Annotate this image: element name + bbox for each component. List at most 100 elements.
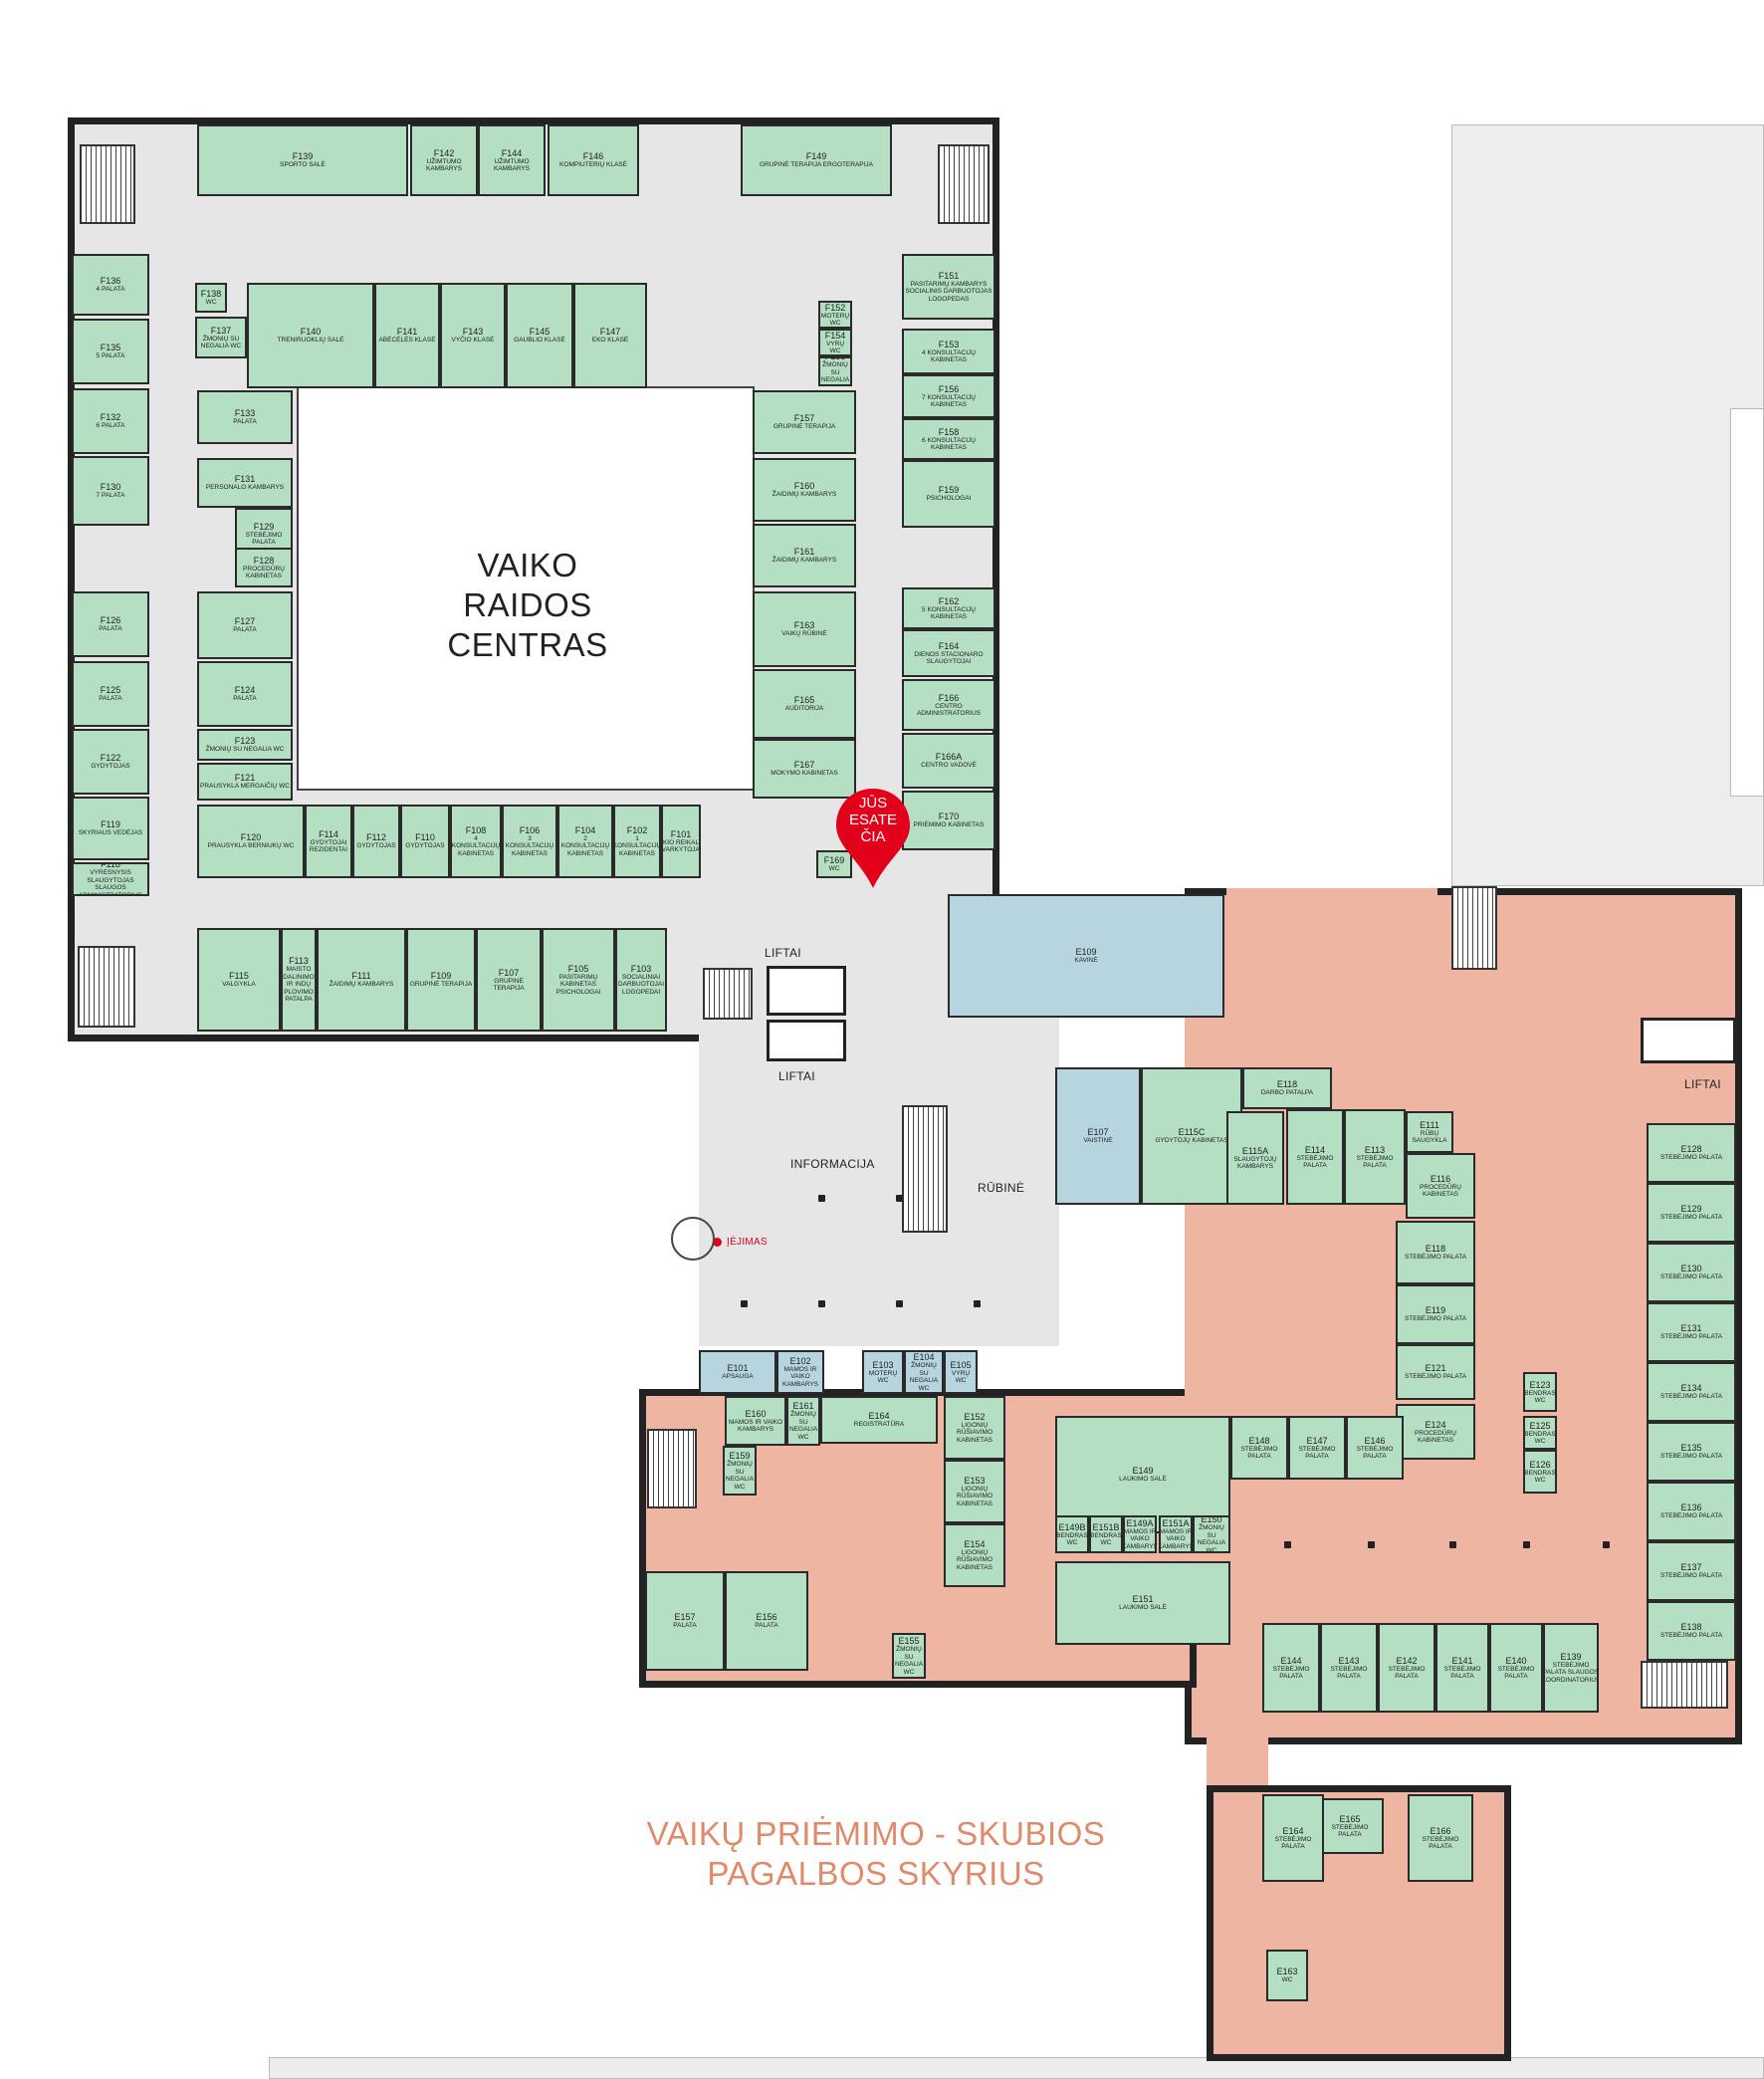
column-dot <box>1284 1541 1291 1548</box>
room-number: F115 <box>229 971 249 982</box>
column-dot <box>1449 1541 1456 1548</box>
room-name: STEBĖJIMO PALATA SLAUGOS KOORDINATORIUS <box>1543 1661 1599 1684</box>
room-name: GRUPINĖ TERAPIJA <box>409 981 473 989</box>
room-number: F151 <box>938 270 960 281</box>
label-liftai-2: LIFTAI <box>778 1069 815 1083</box>
room-number: E164 <box>868 1411 890 1422</box>
room-number: E121 <box>1425 1363 1446 1374</box>
room-name: CENTRO ADMINISTRATORIUS <box>916 702 982 718</box>
room-name: ŪKIO REIKALŲ TVARKYTOJAS <box>661 838 701 854</box>
room-name: GYDYTOJAI REZIDENTAI <box>309 838 348 854</box>
room-name: STEBĖJIMO PALATA <box>1443 1665 1481 1681</box>
room-name: STEBĖJIMO PALATA <box>1659 1572 1723 1580</box>
room-name: VALGYKLA <box>222 981 256 989</box>
room-name: EKO KLASĖ <box>591 337 629 345</box>
column-dot <box>1603 1541 1610 1548</box>
room-number: F166 <box>938 692 960 703</box>
room-number: F137 <box>210 325 232 336</box>
column-dot <box>818 1195 825 1202</box>
room-number: F169 <box>823 855 845 866</box>
room-number: E118 <box>1425 1244 1446 1255</box>
emergency-corridor-link <box>1207 1683 1268 1800</box>
room-number: E141 <box>1451 1655 1473 1666</box>
room-number: F105 <box>567 963 589 974</box>
room-name: STEBĖJIMO PALATA <box>1274 1835 1312 1851</box>
room-name: PRAUSYKLA BERNIUKŲ WC <box>207 842 295 850</box>
room-name: ŽAIDIMŲ KAMBARYS <box>772 557 837 565</box>
room-name: STEBĖJIMO PALATA <box>1659 1333 1723 1341</box>
room-number: E124 <box>1425 1419 1446 1430</box>
room-number: E131 <box>1680 1323 1702 1334</box>
room-name: SLAUGYTOJŲ KAMBARYS <box>1233 1155 1277 1171</box>
revolving-door-icon <box>671 1217 715 1261</box>
atrium-gap <box>649 279 737 378</box>
room-number: E152 <box>964 1411 986 1422</box>
room-name: MOTERŲ WC <box>820 312 850 328</box>
room-name: STEBĖJIMO PALATA <box>1659 1154 1723 1162</box>
room-name: VAIKŲ RŪBINĖ <box>781 630 827 638</box>
room-name: MAISTO DALINIMO IR INDŲ PLOVIMO PATALPA <box>283 966 315 1004</box>
room-name: STEBĖJIMO PALATA <box>1240 1445 1278 1461</box>
room-number: E146 <box>1364 1435 1386 1446</box>
room-name: MAMOS IR VAIKO KAMBARYS <box>1159 1527 1193 1550</box>
neighbour-building-east-inner <box>1730 408 1764 797</box>
room-name: PALATA <box>755 1622 778 1630</box>
emergency-zone-top <box>1226 888 1437 1020</box>
room-number: E154 <box>964 1538 986 1549</box>
room-number: E135 <box>1680 1443 1702 1454</box>
room-number: E163 <box>1276 1966 1298 1977</box>
room-number: E129 <box>1680 1204 1702 1215</box>
room-name: GYDYTOJAS <box>405 842 445 850</box>
room-number: E138 <box>1680 1622 1702 1633</box>
you-are-here-line3: ČIA <box>860 828 886 845</box>
room-number: E166 <box>1430 1825 1451 1836</box>
stairs-e-top <box>1451 886 1497 970</box>
room-name: STEBĖJIMO PALATA <box>1404 1373 1467 1381</box>
room-name: BENDRAS WC <box>1090 1531 1122 1547</box>
room-name: PROCEDŪRŲ KABINETAS <box>1415 1429 1456 1445</box>
room-name: VYRŲ WC <box>825 340 845 355</box>
stairs-sw <box>78 946 135 1028</box>
room-number: E164 <box>1282 1825 1304 1836</box>
room-name: UŽIMTUMO KAMBARYS <box>493 157 530 173</box>
room-name: STEBĖJIMO PALATA <box>1272 1665 1310 1681</box>
room-name: STEBĖJIMO PALATA <box>1422 1835 1459 1851</box>
room-name: 1 KONSULTACIJŲ KABINETAS <box>613 834 661 857</box>
room-number: F142 <box>433 147 455 158</box>
room-number: E107 <box>1087 1127 1109 1138</box>
room-name: GRUPINĖ TERAPIJA <box>772 423 836 431</box>
room-number: E151 <box>1132 1594 1154 1605</box>
room-name: WC <box>1281 1976 1293 1984</box>
